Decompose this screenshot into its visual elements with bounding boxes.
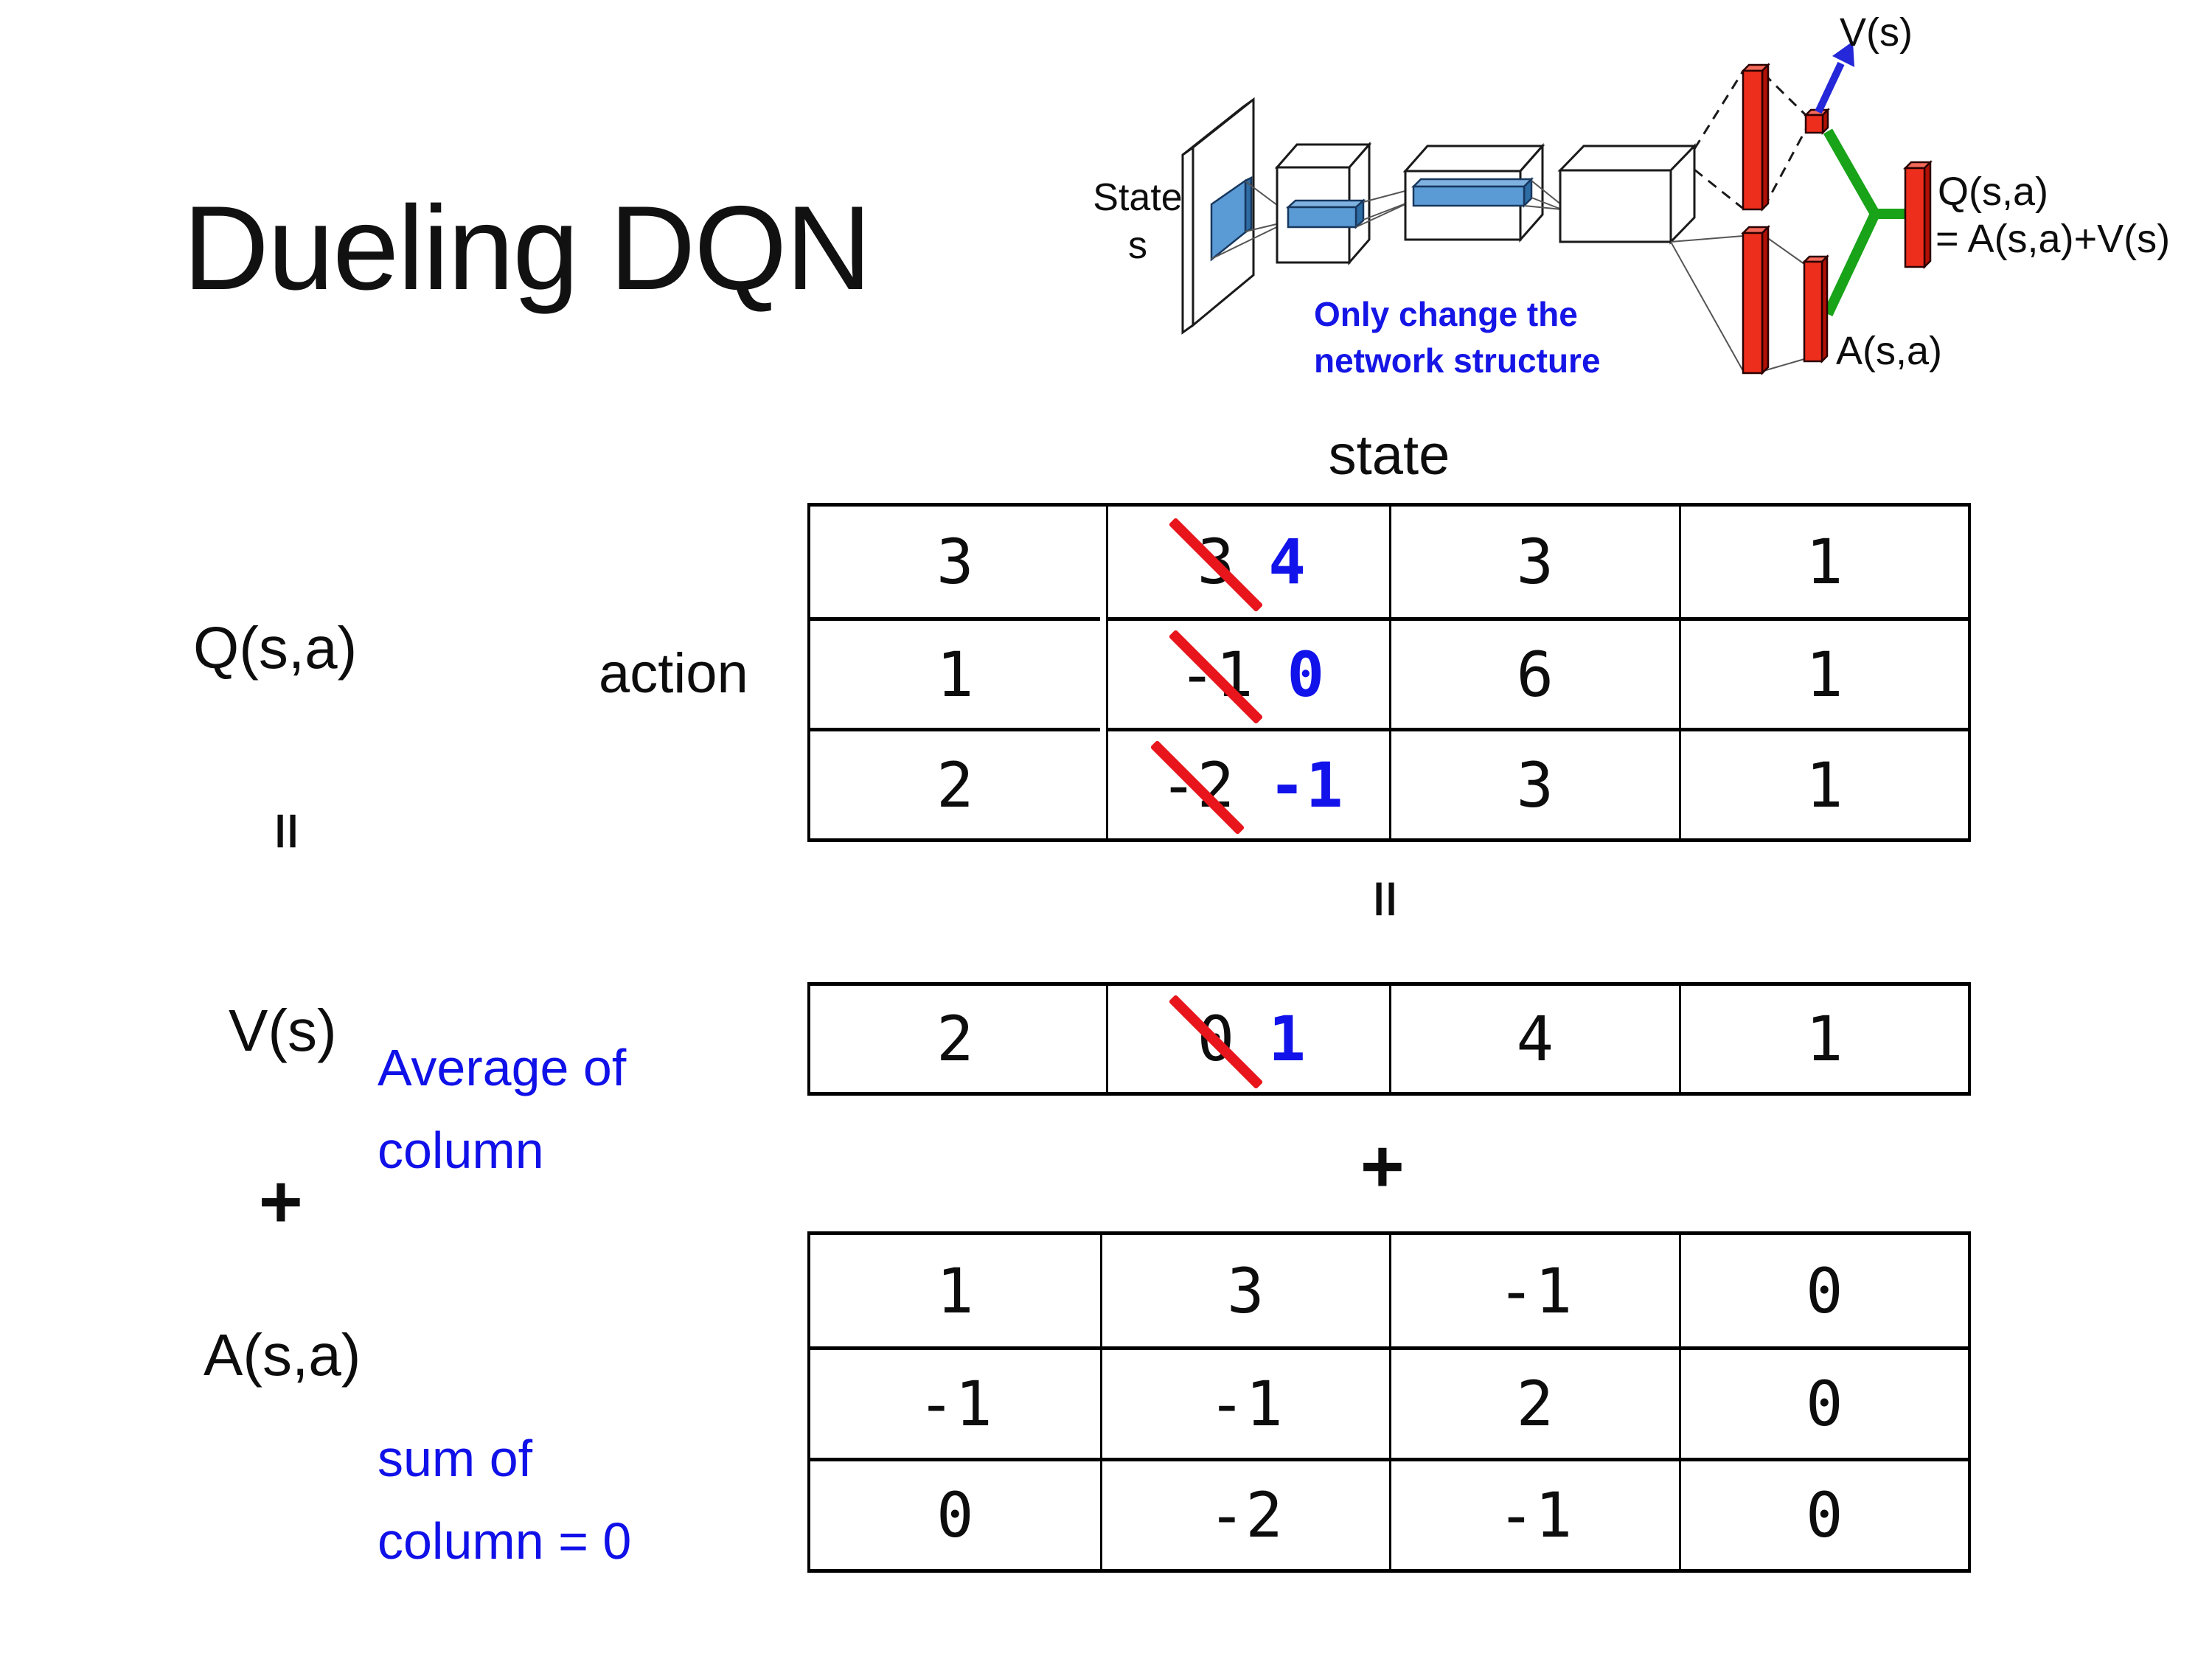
q-cell-r3c1: 2 xyxy=(810,728,1100,838)
conv-box-3 xyxy=(1557,143,1697,245)
v-cell-c4: 1 xyxy=(1678,986,1969,1092)
a-cell-r3c1: 0 xyxy=(810,1458,1100,1569)
q-old-value: 3 xyxy=(1197,526,1235,598)
average-note-line1: Average of xyxy=(378,1039,627,1096)
q-cell-r1c3: 3 xyxy=(1389,507,1679,617)
value-stream-dashed-links xyxy=(1693,72,1809,209)
q-cell-r3c3: 3 xyxy=(1389,728,1679,838)
merge-y-connector xyxy=(1823,128,1907,316)
a-cell-r1c4: 0 xyxy=(1678,1235,1969,1346)
average-of-column-note: Average of column xyxy=(378,1026,626,1192)
q-new-value: 4 xyxy=(1268,526,1306,598)
a-cell-r2c4: 0 xyxy=(1678,1346,1968,1458)
equation-a-label: A(s,a) xyxy=(204,1322,361,1388)
q-old-value-wrap: -2 xyxy=(1150,740,1245,835)
state-axis-header: state xyxy=(1328,424,1450,487)
a-cell-r1c1: 1 xyxy=(936,1254,974,1327)
a-cell-r3c4: 0 xyxy=(1678,1458,1968,1569)
equation-plus-center: + xyxy=(1361,1124,1404,1206)
q-cell-r1c4: 1 xyxy=(1678,507,1969,617)
q-output-bar xyxy=(1902,159,1933,270)
q-cell-r2c3: 6 xyxy=(1389,617,1679,728)
a-values-table: 1 3 -1 0 -1 -1 2 0 0 -2 -1 0 xyxy=(807,1231,1971,1573)
equation-equals-center: = xyxy=(1350,880,1424,918)
a-cell-r2c3: 2 xyxy=(1389,1346,1679,1458)
equation-plus-left: + xyxy=(260,1159,302,1242)
state-input-label-s: s xyxy=(1128,224,1147,267)
a-output-bar xyxy=(1801,254,1830,364)
a-cell-r2c2: -1 xyxy=(1099,1346,1389,1458)
q-cell-r2c4: 1 xyxy=(1678,617,1968,728)
equation-v-label: V(s) xyxy=(229,998,337,1063)
v-output-label: V(s) xyxy=(1840,10,1913,55)
q-output-label-line1: Q(s,a) xyxy=(1938,170,2048,214)
q-cell-r2c1: 1 xyxy=(810,617,1100,728)
q-cell-r3c2-corrected: -2 -1 xyxy=(1105,728,1395,838)
a-cell-r3c3: -1 xyxy=(1389,1458,1679,1569)
state-input-label: State xyxy=(1093,176,1182,219)
page-title: Dueling DQN xyxy=(183,181,872,315)
advantage-stream-links xyxy=(1670,234,1805,372)
q-cell-r1c2-corrected: 3 4 xyxy=(1105,507,1396,617)
a-output-label: A(s,a) xyxy=(1836,329,1942,373)
feature-slab-1 xyxy=(1285,198,1366,229)
input-feature-patch xyxy=(1210,175,1253,262)
conv-fan-3 xyxy=(1523,180,1562,210)
q-new-value: 0 xyxy=(1287,638,1325,711)
v-cell-c2-corrected: 0 1 xyxy=(1105,986,1396,1092)
v-values-table: 2 0 1 4 1 xyxy=(807,982,1971,1096)
v-output-arrow xyxy=(1815,41,1854,114)
a-cell-r3c2: -2 xyxy=(1099,1458,1389,1569)
q-cell-r3c4: 1 xyxy=(1678,728,1968,838)
q-old-value: -2 xyxy=(1160,748,1235,821)
a-cell-r1c3: -1 xyxy=(1389,1235,1679,1346)
q-old-value-wrap: -1 xyxy=(1168,630,1264,725)
diagram-caption-line1: Only change the xyxy=(1314,295,1578,333)
advantage-stream-bar xyxy=(1740,224,1771,376)
action-axis-header: action xyxy=(599,642,748,705)
q-old-value-wrap: 3 xyxy=(1168,517,1264,613)
equation-q-label: Q(s,a) xyxy=(193,615,358,681)
v-new-value: 1 xyxy=(1268,1003,1306,1075)
v-old-value-wrap: 0 xyxy=(1168,994,1264,1090)
equation-equals-left: = xyxy=(251,812,325,850)
q-old-value: -1 xyxy=(1178,638,1253,711)
sum-note-line1: sum of xyxy=(378,1430,533,1487)
q-values-table: 3 3 4 3 1 1 -1 0 6 1 2 -2 -1 xyxy=(807,503,1971,842)
network-diagram: State s xyxy=(1093,10,2170,380)
q-cell-r1c1: 3 xyxy=(936,526,974,598)
feature-slab-2 xyxy=(1411,176,1534,209)
q-output-label-line2: = A(s,a)+V(s) xyxy=(1935,217,2170,261)
v-cell-c1: 2 xyxy=(936,1003,974,1075)
sum-note-line2: column = 0 xyxy=(378,1512,632,1570)
v-old-value: 0 xyxy=(1197,1003,1235,1075)
sum-of-column-note: sum of column = 0 xyxy=(378,1417,631,1582)
v-scalar-box xyxy=(1803,107,1831,136)
value-stream-bar xyxy=(1740,62,1771,212)
q-new-value: -1 xyxy=(1268,748,1343,821)
diagram-caption-line2: network structure xyxy=(1314,341,1601,380)
a-cell-r1c2: 3 xyxy=(1099,1235,1390,1346)
a-cell-r2c1: -1 xyxy=(810,1346,1100,1458)
q-cell-r2c2-corrected: -1 0 xyxy=(1105,617,1395,728)
v-cell-c3: 4 xyxy=(1389,986,1679,1092)
average-note-line2: column xyxy=(378,1121,544,1179)
